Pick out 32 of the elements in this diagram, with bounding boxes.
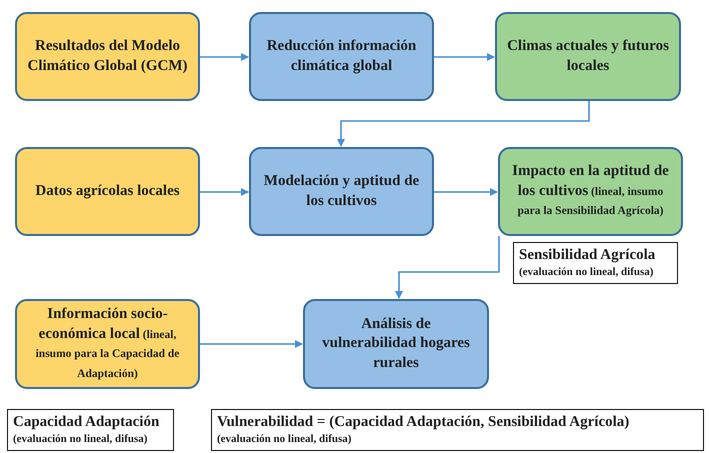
process-box [249,12,434,101]
process-box [303,299,489,389]
box-text: Modelación y aptitud de los cultivos [262,172,420,210]
note-text: (evaluación no lineal, difusa) [519,265,654,280]
note-heading: Capacidad Adaptación [13,413,160,432]
arrow [200,53,249,61]
note-text: (evaluación no lineal, difusa) [217,432,352,447]
box-text: Climas actuales y futuros locales [506,37,670,76]
note-box [7,409,174,451]
process-box [495,12,681,101]
arrow [434,53,495,61]
note-text: (evaluación no lineal, difusa) [13,432,148,447]
process-box [498,147,683,236]
process-box [15,12,200,101]
process-box [15,147,200,236]
arrow [337,101,590,147]
arrow [395,236,500,299]
note-box [211,409,704,451]
box-text: Datos agrícolas locales [35,182,180,201]
process-box [249,147,434,236]
note-heading: Vulnerabilidad = (Capacidad Adaptación, Sensibilidad Agrícola) [217,413,630,432]
box-text: Información socio-económica local (lineal, insumo para la Capacidad de Adaptación) [34,305,180,382]
arrow [434,188,498,196]
arrow [200,340,303,348]
box-text: Análisis de vulnerabilidad hogares rurales [321,314,471,373]
arrow [200,188,249,196]
process-box [15,299,200,389]
note-heading: Sensibilidad Agrícola [519,246,656,266]
box-text: Reducción información climática global [266,37,418,76]
box-text: Impacto en la aptitud de los cultivos (lineal, insumo para la Sensibilidad Agrícola) [511,162,670,220]
box-text: Resultados del Modelo Climático Global (GCM) [26,37,188,76]
note-box [513,242,678,284]
